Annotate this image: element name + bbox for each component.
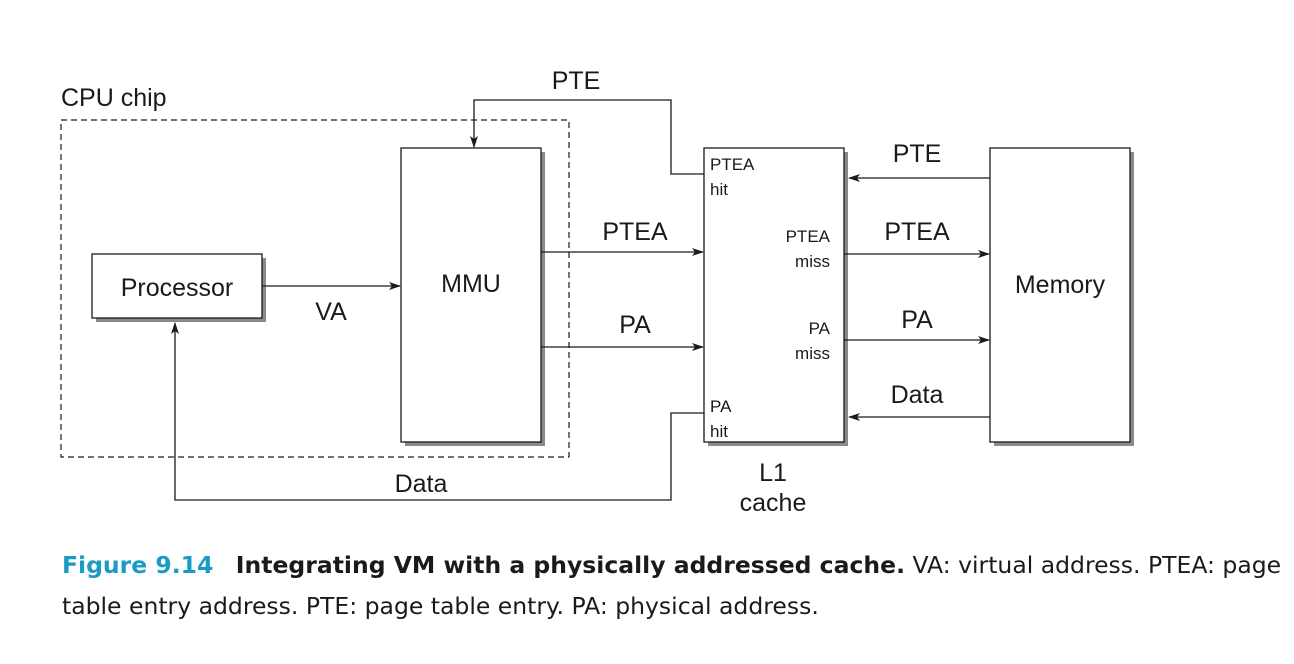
cpu-chip-boundary	[60, 119, 570, 458]
mmu-box	[400, 147, 542, 443]
l1-cache-label-line1: L1	[759, 459, 787, 487]
l1-cache-box	[703, 147, 845, 443]
ptea-mmu-label: PTEA	[602, 218, 668, 246]
processor-box	[91, 253, 263, 319]
figure-caption-text: VA: virtual address. PTEA: page table en…	[62, 551, 1282, 620]
figure-number: Figure 9.14	[62, 551, 214, 579]
memory-label: Memory	[1015, 271, 1106, 299]
cpu-chip-label: CPU chip	[61, 84, 167, 112]
l1-cache-ptea-hit-line1: PTEA	[710, 155, 755, 174]
memory-block: Memory	[989, 147, 1134, 446]
mem-pte-label: PTE	[893, 140, 942, 168]
l1-cache-block: PTEA hit PTEA miss PA miss PA hit L1 cac…	[703, 147, 848, 517]
mmu-block: MMU	[400, 147, 545, 446]
pte-hit-arrow	[470, 99, 704, 175]
l1-cache-label-line2: cache	[740, 489, 807, 517]
vm-cache-diagram: CPU chip Processor MMU PTEA hit PTEA mis…	[60, 67, 1134, 517]
l1-cache-ptea-miss-line1: PTEA	[786, 227, 831, 246]
va-label: VA	[315, 298, 347, 326]
l1-cache-pa-hit-line2: hit	[710, 422, 728, 441]
processor-label: Processor	[121, 274, 234, 302]
l1-cache-ptea-hit-line2: hit	[710, 180, 728, 199]
data-hit-label: Data	[395, 470, 448, 498]
l1-cache-pa-miss-line1: PA	[809, 319, 831, 338]
mem-ptea-label: PTEA	[884, 218, 950, 246]
l1-cache-ptea-miss-line2: miss	[795, 252, 830, 271]
mmu-label: MMU	[441, 270, 501, 298]
figure-title: Integrating VM with a physically address…	[235, 551, 905, 579]
l1-cache-pa-miss-line2: miss	[795, 344, 830, 363]
pte-hit-label: PTE	[552, 67, 601, 95]
figure-caption: Figure 9.14 Integrating VM with a physic…	[62, 545, 1282, 627]
memory-box	[989, 147, 1131, 443]
l1-cache-pa-hit-line1: PA	[710, 397, 732, 416]
mem-pa-label: PA	[901, 306, 933, 334]
processor-block: Processor	[91, 253, 266, 322]
mem-data-label: Data	[891, 381, 944, 409]
data-hit-arrow	[171, 322, 704, 501]
pa-mmu-label: PA	[619, 311, 651, 339]
